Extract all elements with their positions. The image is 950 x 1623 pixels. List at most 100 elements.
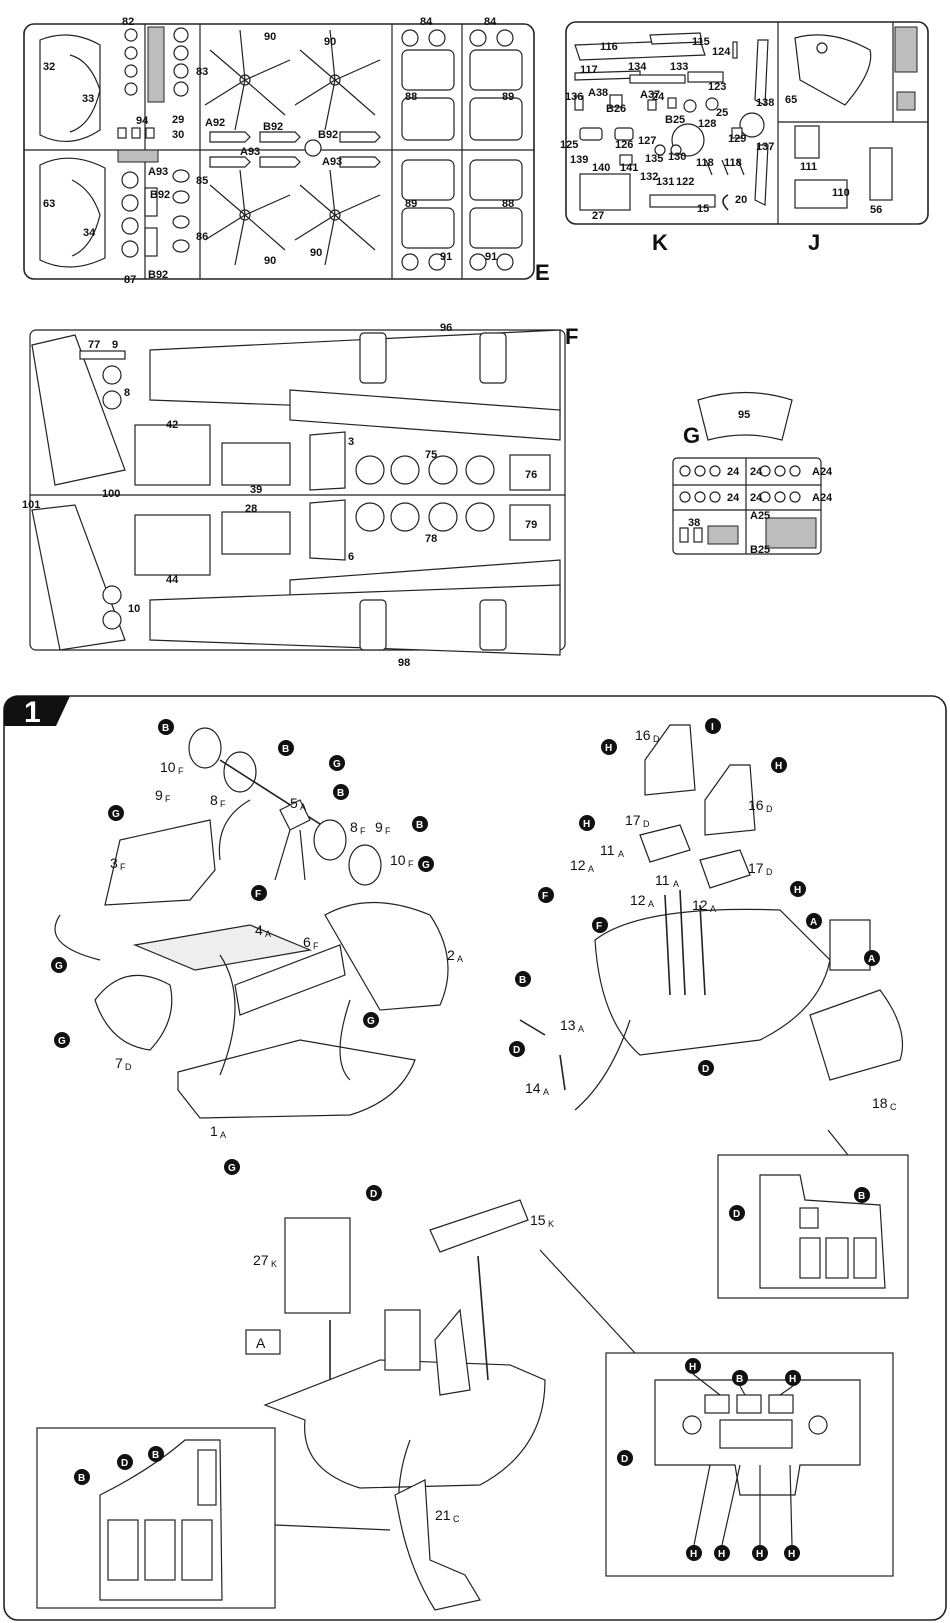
badge: D xyxy=(117,1454,133,1470)
detail-right-panel xyxy=(717,1129,909,1299)
svg-text:I: I xyxy=(711,722,714,733)
sprue-letter: E xyxy=(535,260,550,285)
part-label: 129 xyxy=(728,133,746,145)
svg-text:H: H xyxy=(690,1549,697,1560)
part-label: 141 xyxy=(620,162,638,174)
sprue-ref: D xyxy=(125,1062,132,1072)
part-label: 24 xyxy=(750,492,763,504)
badge: D xyxy=(698,1060,714,1076)
sprue-ref: D xyxy=(653,734,660,744)
sprue-ref: F xyxy=(178,766,184,776)
badge: B xyxy=(515,971,531,987)
part-label: 132 xyxy=(640,171,658,183)
part-label: 84 xyxy=(484,16,497,28)
svg-text:B: B xyxy=(416,820,423,831)
badge: G xyxy=(108,805,124,821)
part-label: A93 xyxy=(322,156,342,168)
svg-text:G: G xyxy=(58,1036,66,1047)
part-label: 15 xyxy=(697,203,709,215)
part-label: 14 xyxy=(525,1080,541,1096)
part-label: A24 xyxy=(812,492,833,504)
svg-text:D: D xyxy=(621,1454,628,1465)
part-label: 77 xyxy=(88,339,100,351)
svg-text:F: F xyxy=(596,921,602,932)
sprue-ref: D xyxy=(766,804,773,814)
badge: D xyxy=(366,1185,382,1201)
part-label: B25 xyxy=(750,544,770,556)
part-label: 10 xyxy=(160,759,176,775)
part-label: B92 xyxy=(318,129,338,141)
svg-text:A: A xyxy=(810,917,817,928)
svg-text:H: H xyxy=(788,1549,795,1560)
part-label: 15 xyxy=(530,1212,546,1228)
badge: B xyxy=(333,784,349,800)
sprue-ref: A xyxy=(457,954,463,964)
part-label: 10 xyxy=(390,852,406,868)
part-label: 27 xyxy=(592,210,604,222)
badge: H xyxy=(790,881,806,897)
part-label: 75 xyxy=(425,449,437,461)
badge: H xyxy=(785,1370,801,1386)
part-label: 133 xyxy=(670,61,688,73)
part-label: 138 xyxy=(756,97,774,109)
part-label: 1 xyxy=(210,1123,218,1139)
badge: B xyxy=(158,719,174,735)
part-label: 56 xyxy=(870,204,882,216)
part-label: 96 xyxy=(440,322,452,334)
part-label: 44 xyxy=(166,574,179,586)
part-label: 126 xyxy=(615,139,633,151)
part-label: 110 xyxy=(832,187,850,199)
part-label: 7 xyxy=(115,1055,123,1071)
part-label: 9 xyxy=(112,339,118,351)
part-label: 25 xyxy=(716,107,728,119)
sprue-letter: F xyxy=(565,324,578,349)
part-label: 4 xyxy=(255,922,263,938)
part-label: 63 xyxy=(43,198,55,210)
part-label: 78 xyxy=(425,533,437,545)
part-label: 135 xyxy=(645,153,663,165)
sprue-ref: D xyxy=(643,819,650,829)
part-label: 34 xyxy=(83,227,96,239)
part-label: 8 xyxy=(210,792,218,808)
sprue-ref: F xyxy=(360,826,366,836)
svg-text:G: G xyxy=(333,759,341,770)
part-label: 122 xyxy=(676,176,694,188)
part-label: 84 xyxy=(420,16,433,28)
part-label: 94 xyxy=(136,115,149,127)
badge: G xyxy=(418,856,434,872)
part-label: 11 xyxy=(600,842,615,858)
badge: A xyxy=(806,913,822,929)
badge: I xyxy=(705,718,721,734)
part-label: A37 xyxy=(640,89,660,101)
part-label: 90 xyxy=(264,31,276,43)
badge: H xyxy=(601,739,617,755)
sprue-ref: D xyxy=(766,867,773,877)
part-label: A93 xyxy=(240,146,260,158)
part-label: 88 xyxy=(502,198,514,210)
part-label: 24 xyxy=(750,466,763,478)
sprue-g: 95 24 24 A24 24 24 A24 38 A25 B25 G xyxy=(672,391,833,556)
step-1-frame: 1 xyxy=(3,695,947,1621)
part-label: 124 xyxy=(712,46,731,58)
svg-text:D: D xyxy=(702,1064,709,1075)
sprue-ref: F xyxy=(165,794,171,804)
badge: F xyxy=(251,885,267,901)
sprue-ref: A xyxy=(300,802,306,812)
part-label: 90 xyxy=(324,36,336,48)
propeller-90-a xyxy=(204,29,291,131)
part-label: 127 xyxy=(638,135,656,147)
svg-text:D: D xyxy=(513,1045,520,1056)
badge: B xyxy=(74,1469,90,1485)
part-label: B92 xyxy=(148,269,168,281)
badge: B xyxy=(854,1187,870,1203)
badge: H xyxy=(714,1545,730,1561)
detail-instrument-panel xyxy=(539,1249,894,1577)
badge: H xyxy=(686,1545,702,1561)
sprue-ref: A xyxy=(265,929,271,939)
part-label: 6 xyxy=(348,551,354,563)
part-label: 117 xyxy=(580,64,598,76)
badge: H xyxy=(685,1358,701,1374)
wheel-row xyxy=(355,455,495,532)
part-label: 3 xyxy=(348,436,354,448)
